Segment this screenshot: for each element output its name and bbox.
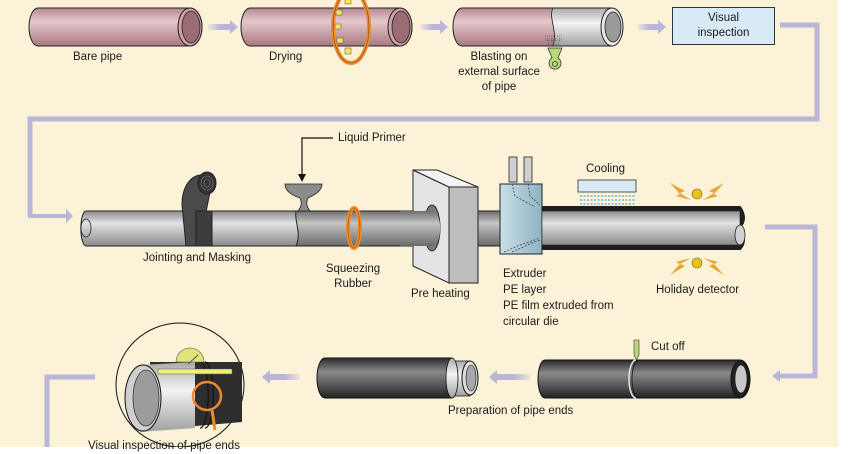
coating-line-pipe xyxy=(80,210,441,247)
coated-pipe-section xyxy=(541,205,746,251)
pre-heating-block-icon xyxy=(400,169,507,284)
flow-arrow xyxy=(28,209,73,223)
masking-tape-roll-icon xyxy=(181,171,217,247)
flow-arrow xyxy=(208,20,238,34)
blasting-pipe-icon xyxy=(452,7,624,47)
holiday-detector-icon xyxy=(670,183,724,275)
label-squeezing-rubber-line: Rubber xyxy=(334,278,372,290)
label-visual-inspection-line: inspection xyxy=(697,27,750,39)
label-drying: Drying xyxy=(269,51,303,63)
primer-funnel-icon xyxy=(284,183,323,212)
flow-connector xyxy=(765,224,818,379)
label-cooling: Cooling xyxy=(586,163,625,175)
label-visual-inspection-line: Visual xyxy=(707,12,740,24)
drying-pipe-icon xyxy=(240,7,413,47)
flow-arrow xyxy=(489,370,530,384)
cooling-tray-icon xyxy=(577,179,637,205)
label-blasting-line: external surface xyxy=(458,66,540,78)
label-holiday-detector: Holiday detector xyxy=(656,284,740,296)
pipe-end-inspection-icon xyxy=(115,322,245,447)
cut-off-pipe-icon xyxy=(537,339,751,399)
label-extruder: Extruder PE layer PE film extruded from … xyxy=(503,266,614,330)
arrow-head xyxy=(298,174,306,182)
label-extruder-line: Extruder xyxy=(503,268,547,280)
label-cut-off: Cut off xyxy=(651,341,685,353)
label-preparation-pipe-ends: Preparation of pipe ends xyxy=(448,405,574,417)
flow-connector xyxy=(27,22,820,216)
label-bare-pipe: Bare pipe xyxy=(73,51,123,63)
flow-connector xyxy=(44,374,95,447)
label-liquid-primer: Liquid Primer xyxy=(338,132,406,144)
visual-inspection-box: Visual inspection xyxy=(672,7,775,45)
label-pre-heating: Pre heating xyxy=(411,288,470,300)
blasting-nozzle-icon xyxy=(545,35,563,70)
extruder-die-icon xyxy=(499,156,543,255)
label-blasting-line: of pipe xyxy=(481,81,517,93)
label-blasting: Blasting on external surface of pipe xyxy=(452,50,546,95)
arrow-head xyxy=(772,370,780,382)
label-extruder-line: circular die xyxy=(503,316,559,328)
liquid-primer-pointer xyxy=(301,137,333,176)
label-extruder-line: PE film extruded from xyxy=(503,300,614,312)
prepared-pipe-icon xyxy=(316,357,479,399)
label-jointing-masking: Jointing and Masking xyxy=(143,252,252,264)
flow-arrow xyxy=(421,20,448,34)
label-extruder-line: PE layer xyxy=(503,284,547,296)
label-blasting-line: Blasting on xyxy=(470,51,528,63)
bare-pipe-icon xyxy=(28,7,203,47)
drying-heater-ring-icon xyxy=(331,0,371,65)
label-squeezing-rubber: Squeezing Rubber xyxy=(318,262,388,292)
label-squeezing-rubber-line: Squeezing xyxy=(325,263,381,275)
flow-arrow xyxy=(638,20,666,34)
squeezing-rubber-ring-icon xyxy=(346,206,362,250)
flow-arrow xyxy=(262,370,300,384)
